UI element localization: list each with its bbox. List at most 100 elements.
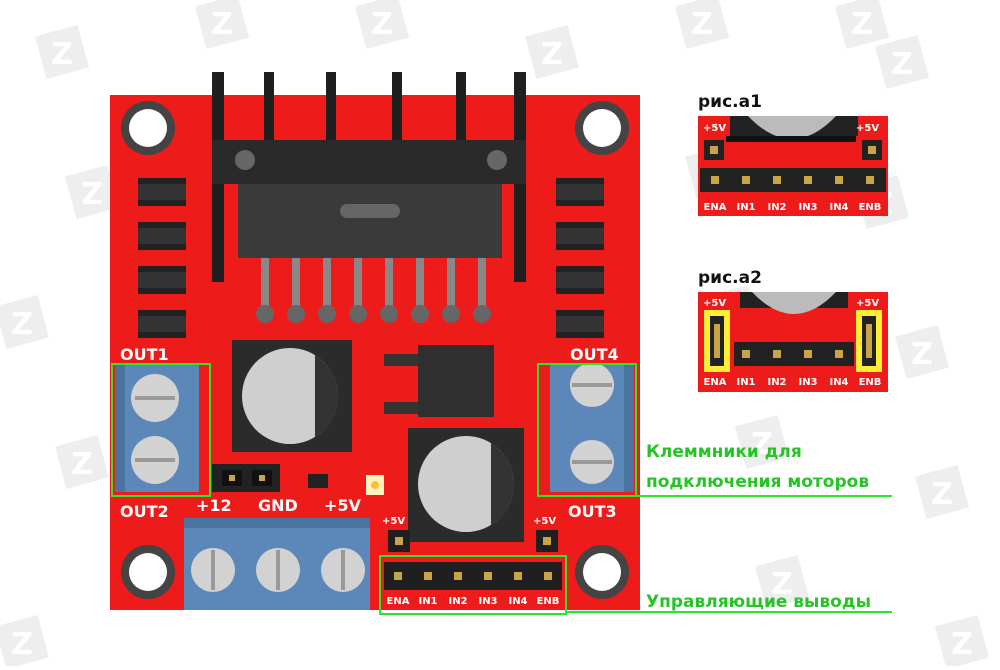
a1-pin-label-in3: IN3 (798, 202, 817, 213)
watermark-tile: Z (0, 615, 49, 669)
watermark-glyph: Z (751, 427, 773, 462)
a1-pin (835, 176, 843, 184)
board-pin-label-in2: IN2 (448, 596, 467, 607)
figure-a2-title: рис.а2 (698, 268, 762, 288)
capacitor-right (408, 428, 524, 542)
a1-pin (711, 176, 719, 184)
chip-leg-pad (442, 305, 460, 323)
watermark-glyph: Z (911, 337, 933, 372)
out4-label: OUT4 (570, 345, 619, 364)
control-header (384, 530, 562, 590)
watermark-glyph: Z (771, 567, 793, 602)
out3-label: OUT3 (568, 502, 617, 521)
board-pin-label-in1: IN1 (418, 596, 437, 607)
highlight-out3-out4 (537, 363, 637, 497)
watermark-glyph: Z (891, 47, 913, 82)
power-label-5v: +5V (324, 496, 362, 515)
a2-pin-label-ena: ENA (704, 377, 727, 388)
terminal-block-right (550, 363, 634, 492)
watermark-glyph: Z (931, 477, 953, 512)
watermark-glyph: Z (691, 7, 713, 42)
heatsink (212, 72, 526, 282)
watermark-glyph: Z (51, 37, 73, 72)
callout-control: Управляющие выводы (646, 592, 871, 612)
board-pin (484, 572, 492, 580)
watermark-tile: Z (0, 295, 49, 349)
watermark-tile: Z (65, 165, 119, 219)
watermark-glyph: Z (371, 7, 393, 42)
chip-leg-pad (411, 305, 429, 323)
a2-pin-label-in3: IN3 (798, 377, 817, 388)
board-pin-label-in3: IN3 (478, 596, 497, 607)
watermark-glyph: Z (11, 627, 33, 662)
watermark-glyph: Z (951, 627, 973, 662)
figure-a1-title: рис.а1 (698, 92, 762, 112)
highlight-control-pins (379, 555, 567, 615)
watermark-tile: Z (895, 325, 949, 379)
a2-pin (835, 350, 843, 358)
a1-pin (773, 176, 781, 184)
power-terminal-block (184, 518, 370, 610)
watermark-tile: Z (935, 615, 989, 669)
voltage-regulator (384, 345, 494, 417)
diodes-right (556, 178, 604, 338)
terminal-block-left (115, 364, 199, 492)
a1-pin (804, 176, 812, 184)
a2-pin (742, 350, 750, 358)
watermark-tile: Z (915, 465, 969, 519)
figure-a1-5v-left: +5V (703, 123, 726, 134)
board-pin (394, 572, 402, 580)
board-pin (514, 572, 522, 580)
l298n-board: OUT1 OUT2 OUT4 OUT3 +12 GND +5V +5V +5V … (110, 72, 640, 610)
watermark-glyph: Z (71, 447, 93, 482)
watermark-glyph: Z (541, 37, 563, 72)
a1-pin-label-enb: ENB (859, 202, 882, 213)
power-jumper (212, 464, 384, 495)
board-pin-5v-left-label: +5V (382, 516, 405, 527)
a2-pin-label-in4: IN4 (829, 377, 848, 388)
a2-pin (773, 350, 781, 358)
power-label-gnd: GND (258, 496, 298, 515)
chip-leg-pad (256, 305, 274, 323)
highlight-boxes (111, 363, 892, 615)
mounting-holes (121, 101, 629, 599)
watermark-tile: Z (525, 25, 579, 79)
a2-pin-label-in1: IN1 (736, 377, 755, 388)
watermark-glyph: Z (851, 7, 873, 42)
watermark-tile: Z (875, 35, 929, 89)
chip-leg (447, 258, 455, 312)
a2-pin-label-enb: ENB (859, 377, 882, 388)
watermark-tile: Z (195, 0, 249, 49)
figure-a2-5v-right: +5V (856, 298, 879, 309)
chip-leg (478, 258, 486, 312)
board-pin (424, 572, 432, 580)
a2-pin-label-in2: IN2 (767, 377, 786, 388)
figure-a2-5v-left: +5V (703, 298, 726, 309)
watermark-tile: Z (35, 25, 89, 79)
out1-label: OUT1 (120, 345, 169, 364)
watermark-tile: Z (735, 415, 789, 469)
callout-terminals-line2: подключения моторов (646, 472, 869, 492)
board-pin (544, 572, 552, 580)
watermark-glyph: Z (211, 7, 233, 42)
figure-a2: рис.а2 +5V +5V ENA IN1 IN2 IN3 IN4 ENB (698, 268, 888, 392)
a1-pin (742, 176, 750, 184)
figure-a1-5v-right: +5V (856, 123, 879, 134)
chip-leg (323, 258, 331, 312)
watermark-tile: Z (55, 435, 109, 489)
watermark-glyph: Z (81, 177, 103, 212)
power-label-12v: +12 (196, 496, 232, 515)
chip-leg-pad (349, 305, 367, 323)
capacitor-left (232, 340, 352, 452)
chip-leg-pad (380, 305, 398, 323)
a1-pin-label-in4: IN4 (829, 202, 848, 213)
board-pin-label-enb: ENB (537, 596, 560, 607)
chip-leg (261, 258, 269, 312)
chip-leg-pad (473, 305, 491, 323)
board-pin-5v-right-label: +5V (533, 516, 556, 527)
a1-pin-label-in2: IN2 (767, 202, 786, 213)
board-pin (454, 572, 462, 580)
